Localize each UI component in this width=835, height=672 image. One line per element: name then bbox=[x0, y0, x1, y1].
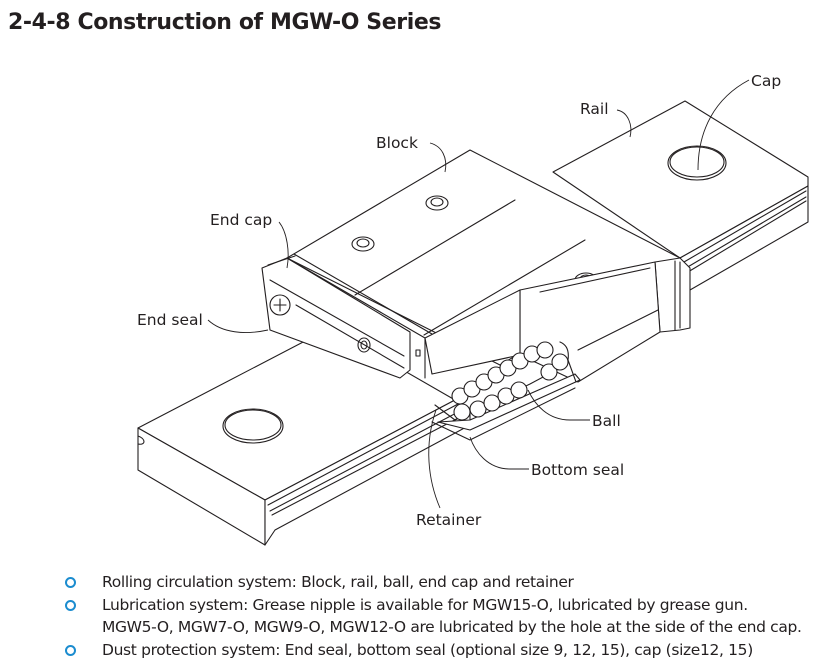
label-block: Block bbox=[376, 134, 447, 173]
bottom-seal bbox=[437, 373, 581, 431]
feature-list: Rolling circulation system: Block, rail,… bbox=[64, 571, 834, 661]
feature-item-lubrication: Lubrication system: Grease nipple is ava… bbox=[64, 594, 834, 639]
page-title: 2-4-8 Construction of MGW-O Series bbox=[8, 10, 442, 35]
label-retainer: Retainer bbox=[416, 409, 482, 529]
label-end-cap: End cap bbox=[210, 211, 289, 269]
screw bbox=[269, 294, 291, 316]
circle-outline-bullet-icon bbox=[65, 577, 76, 588]
cap-hole bbox=[667, 145, 727, 181]
block bbox=[261, 149, 691, 383]
feature-item-rolling: Rolling circulation system: Block, rail,… bbox=[64, 571, 834, 594]
feature-item-dust-protection: Dust protection system: End seal, bottom… bbox=[64, 639, 834, 662]
svg-text:Retainer: Retainer bbox=[416, 511, 482, 529]
label-end-seal: End seal bbox=[137, 311, 269, 333]
svg-text:Rail: Rail bbox=[580, 100, 609, 118]
svg-text:End seal: End seal bbox=[137, 311, 203, 329]
balls bbox=[451, 341, 569, 421]
circle-outline-bullet-icon bbox=[65, 599, 76, 611]
label-cap: Cap bbox=[697, 72, 781, 171]
svg-text:Bottom seal: Bottom seal bbox=[531, 461, 624, 479]
label-ball: Ball bbox=[527, 389, 621, 430]
construction-diagram: Cap Rail Block End cap End seal Ball Bot… bbox=[137, 72, 809, 546]
grease-nipple bbox=[357, 337, 371, 353]
rail bbox=[137, 100, 809, 546]
svg-text:Ball: Ball bbox=[592, 412, 621, 430]
svg-text:End cap: End cap bbox=[210, 211, 272, 229]
label-bottom-seal: Bottom seal bbox=[469, 436, 624, 479]
label-rail: Rail bbox=[580, 100, 632, 138]
svg-text:Block: Block bbox=[376, 134, 418, 152]
rail-hole bbox=[222, 408, 284, 444]
ball-circulation bbox=[431, 341, 581, 441]
svg-text:Cap: Cap bbox=[751, 72, 781, 90]
circle-outline-bullet-icon bbox=[65, 644, 76, 656]
